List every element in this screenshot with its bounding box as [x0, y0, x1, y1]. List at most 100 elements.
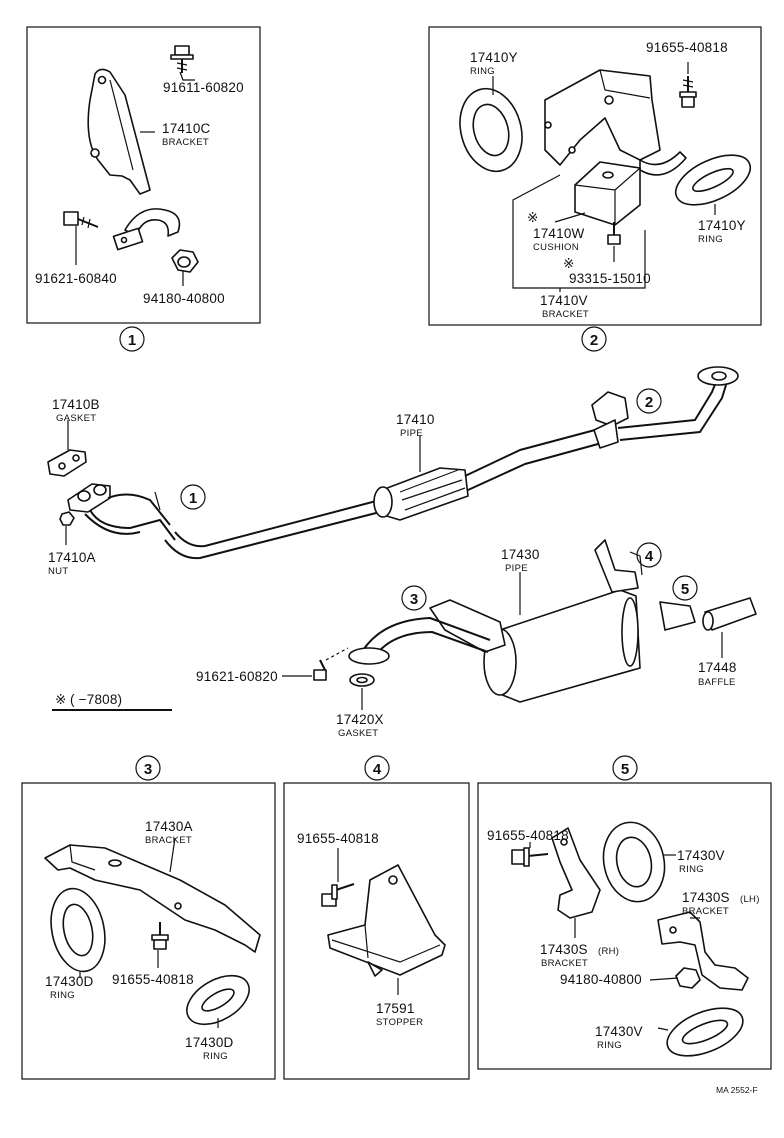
- part-description: BRACKET: [542, 309, 589, 320]
- callout-number: 1: [189, 490, 197, 507]
- part-description: CUSHION: [533, 242, 579, 253]
- part-description: NUT: [48, 566, 68, 577]
- part-number: 94180-40800: [560, 972, 642, 987]
- part-description: BRACKET: [541, 958, 588, 969]
- panel-5: 91655-40818 17430V RING 17430S (LH) BRAC…: [477, 782, 772, 1070]
- main-pipe: [174, 499, 381, 548]
- callout-circle: [636, 542, 662, 568]
- panel-4: 91655-40818 17591 STOPPER: [283, 782, 470, 1080]
- callout-circle: [180, 484, 206, 510]
- bracket-icon: [87, 68, 151, 195]
- part-number: 17430S: [682, 890, 730, 905]
- part-description: BRACKET: [162, 137, 209, 148]
- part-number: 17591: [376, 1001, 415, 1016]
- callout-number: 2: [645, 394, 653, 411]
- gasket-icon: [47, 449, 87, 477]
- stopper-icon: [327, 864, 446, 977]
- ring-icon: [186, 974, 250, 1026]
- part-number: 17448: [698, 660, 737, 675]
- panel-2: 17410Y RING 91655-40818 17410Y RING ※ 17…: [428, 26, 762, 326]
- part-number: 17410C: [162, 121, 211, 136]
- part-number: 17420X: [336, 712, 384, 727]
- part-description: RING: [203, 1051, 228, 1062]
- main-pipe: [164, 511, 381, 560]
- part-number: 17410B: [52, 397, 100, 412]
- tail-pipe: [359, 617, 491, 656]
- flange-bolt-icon: [63, 211, 99, 229]
- callout-circle: [612, 755, 638, 781]
- main-pipe: [464, 429, 596, 477]
- ring-icon: [666, 1007, 744, 1057]
- main-assembly: 17410B GASKET 17410A NUT 17410 PIPE 1743…: [47, 366, 757, 739]
- footer-code: MA 2552-F: [716, 1085, 758, 1095]
- part-description: GASKET: [56, 413, 96, 424]
- part-number: 91655-40818: [487, 828, 569, 843]
- note-marker: ※: [55, 692, 67, 707]
- part-number: 17430V: [677, 848, 725, 863]
- part-number: 17410A: [48, 550, 96, 565]
- bolt-icon: [170, 45, 194, 73]
- panel-3-frame: [21, 782, 276, 1080]
- callout-circle: [364, 755, 390, 781]
- part-number: 91621-60820: [196, 669, 278, 684]
- panel-3: 17430A BRACKET 17430D RING 91655-40818 1…: [21, 782, 276, 1080]
- callout-number: 5: [681, 581, 689, 598]
- part-number: 17430D: [45, 974, 94, 989]
- bolt-icon: [321, 883, 355, 907]
- part-number: 91655-40818: [112, 972, 194, 987]
- part-number: 17410V: [540, 293, 588, 308]
- part-number: 91621-60840: [35, 271, 117, 286]
- part-number: 91611-60820: [163, 80, 244, 95]
- part-description: STOPPER: [376, 1017, 423, 1028]
- part-number: 17410Y: [698, 218, 746, 233]
- ring-icon: [602, 821, 666, 903]
- hanger-icon: [591, 391, 629, 449]
- part-description: PIPE: [505, 563, 528, 574]
- part-description: GASKET: [338, 728, 378, 739]
- clamp-icon: [112, 208, 181, 251]
- callout-number: 2: [590, 332, 598, 349]
- marker-symbol: ※: [563, 256, 575, 271]
- small-bolt-icon: [607, 222, 621, 245]
- part-description: BAFFLE: [698, 677, 736, 688]
- panel-4-frame: [283, 782, 470, 1080]
- nut-icon: [675, 967, 701, 989]
- bolt-icon: [511, 847, 549, 867]
- callout-circle: [636, 388, 662, 414]
- callout-number: 3: [410, 591, 418, 608]
- part-description: RING: [597, 1040, 622, 1051]
- center-muffler-icon: [373, 467, 469, 521]
- part-description: RING: [698, 234, 723, 245]
- callout-circle: [119, 326, 145, 352]
- ring-icon: [459, 87, 523, 173]
- bracket-lh-icon: [657, 911, 749, 991]
- nut-icon: [59, 511, 75, 526]
- part-number: 17410W: [533, 226, 585, 241]
- callout-circle: [401, 585, 427, 611]
- ring-icon: [674, 154, 752, 206]
- panel-1-frame: [26, 26, 261, 324]
- tail-muffler-icon: [483, 589, 641, 703]
- part-side: (RH): [598, 946, 619, 957]
- main-pipe: [619, 384, 727, 441]
- rear-flange-icon: [697, 366, 739, 386]
- part-description: PIPE: [400, 428, 423, 439]
- part-number: 17430: [501, 547, 540, 562]
- main-pipe: [617, 381, 717, 429]
- part-number: 17430D: [185, 1035, 234, 1050]
- part-description: RING: [50, 990, 75, 1001]
- callout-circle: [135, 755, 161, 781]
- callout-number: 5: [621, 761, 629, 778]
- marker-symbol: ※: [527, 210, 539, 225]
- part-number: 91655-40818: [646, 40, 728, 55]
- part-description: BRACKET: [682, 906, 729, 917]
- part-description: BRACKET: [145, 835, 192, 846]
- part-number: 94180-40800: [143, 291, 225, 306]
- part-number: 17430A: [145, 819, 193, 834]
- part-number: 91655-40818: [297, 831, 379, 846]
- part-description: RING: [470, 66, 495, 77]
- callout-number: 4: [645, 548, 654, 565]
- callout-number: 4: [373, 761, 382, 778]
- nut-icon: [171, 249, 199, 273]
